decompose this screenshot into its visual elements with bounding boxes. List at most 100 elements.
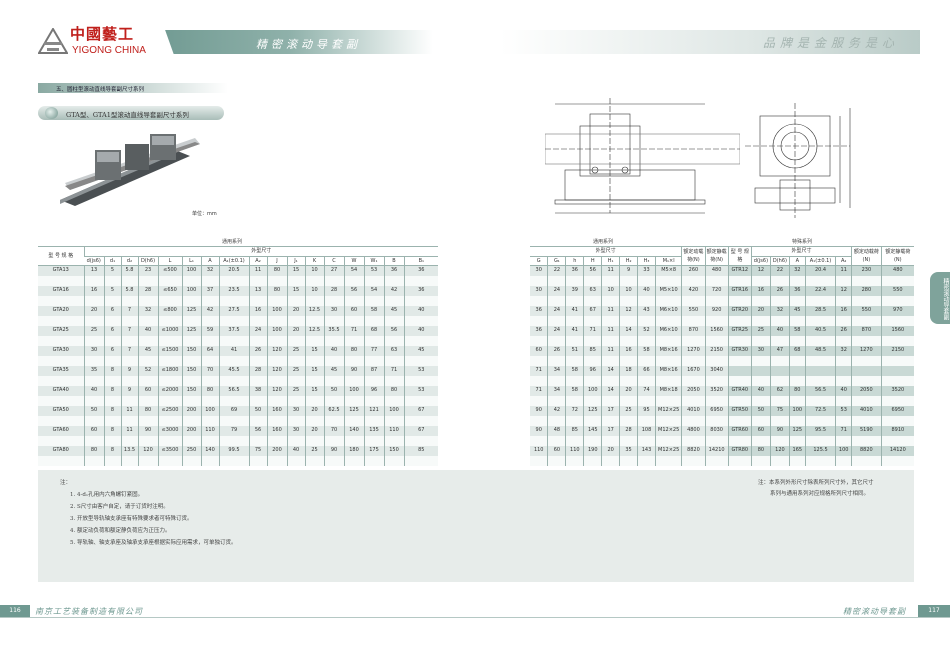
- table-cell: GTR16: [727, 285, 752, 296]
- table-cell: 550: [880, 285, 914, 296]
- table-cell: 12: [619, 305, 638, 316]
- spacer-cell: [835, 315, 852, 326]
- spacer-cell: [619, 355, 638, 366]
- page-number-left: 116: [0, 605, 30, 617]
- table-cell: 41: [565, 325, 584, 336]
- table-cell: 100: [343, 385, 364, 396]
- spacer-cell: [835, 395, 852, 406]
- row-spacer: [530, 355, 914, 366]
- table-cell: 4010: [681, 405, 706, 416]
- column-header: D(h6): [769, 256, 790, 266]
- table-cell: 100: [181, 265, 201, 276]
- spacer-cell: [137, 315, 158, 326]
- table-cell: 9: [619, 265, 638, 276]
- spacer-cell: [38, 455, 84, 466]
- spacer-cell: [654, 375, 682, 386]
- spacer-cell: [383, 455, 404, 466]
- spacer-cell: [200, 375, 219, 386]
- spacer-cell: [120, 315, 138, 326]
- table-cell: 20: [750, 305, 771, 316]
- side-tab[interactable]: 精密滚动导套副: [930, 272, 950, 324]
- spacer-cell: [583, 395, 602, 406]
- spacer-cell: [323, 455, 344, 466]
- table-cell: M8×16: [654, 345, 682, 356]
- spacer-cell: [266, 315, 287, 326]
- logo-icon: [38, 28, 68, 54]
- table-cell: 50: [83, 405, 104, 416]
- spacer-cell: [769, 395, 790, 406]
- table-cell: 150: [181, 345, 201, 356]
- table-cell: 970: [880, 305, 914, 316]
- table-cell: 45: [137, 345, 158, 356]
- table-cell: 80: [137, 405, 158, 416]
- table-cell: 36: [403, 285, 439, 296]
- static-load-header: 额定静载荷(N): [704, 246, 729, 266]
- table-cell: 71: [530, 365, 548, 376]
- table-cell: M8×16: [654, 365, 682, 376]
- table-cell: 26: [248, 345, 267, 356]
- table-cell: 28: [619, 425, 638, 436]
- spacer-cell: [157, 435, 182, 446]
- spacer-cell: [266, 455, 287, 466]
- table-cell: 20: [286, 325, 305, 336]
- spacer-cell: [704, 315, 729, 326]
- spacer-cell: [103, 295, 121, 306]
- table-cell: GTR30: [727, 345, 752, 356]
- spacer-cell: [266, 335, 287, 346]
- spacer-cell: [619, 275, 638, 286]
- spacer-cell: [601, 455, 620, 466]
- spacer-cell: [83, 295, 104, 306]
- spacer-cell: [565, 275, 584, 286]
- spacer-cell: [704, 395, 729, 406]
- table-cell: 56.5: [218, 385, 249, 396]
- table-cell: 125: [181, 305, 201, 316]
- table-cell: 30: [286, 405, 305, 416]
- table-cell: 200: [181, 425, 201, 436]
- table-cell: 36: [530, 305, 548, 316]
- table-cell: 39: [565, 285, 584, 296]
- table-cell: 71: [583, 325, 602, 336]
- company-name: 南京工艺装备制造有限公司: [35, 607, 143, 616]
- special-static-load-header: 额定静载荷(N): [880, 246, 914, 266]
- spacer-cell: [681, 395, 706, 406]
- spacer-cell: [266, 395, 287, 406]
- spacer-cell: [343, 295, 364, 306]
- table-cell: ≤650: [157, 285, 182, 296]
- spacer-cell: [530, 455, 548, 466]
- spacer-cell: [601, 395, 620, 406]
- spacer-cell: [769, 455, 790, 466]
- spacer-cell: [637, 315, 656, 326]
- table-cell: 100: [266, 305, 287, 316]
- table-cell: 550: [851, 305, 882, 316]
- spacer-cell: [343, 275, 364, 286]
- spacer-cell: [681, 375, 706, 386]
- table-cell: 70: [200, 365, 219, 376]
- spacer-cell: [583, 295, 602, 306]
- spacer-cell: [403, 315, 439, 326]
- table-cell: 72.5: [804, 405, 836, 416]
- spacer-cell: [619, 315, 638, 326]
- row-spacer: [530, 315, 914, 326]
- spacer-cell: [654, 355, 682, 366]
- table-cell: 110: [530, 445, 548, 456]
- table-cell: 52: [637, 325, 656, 336]
- table-cell: 63: [583, 285, 602, 296]
- table-cell: 15: [304, 345, 324, 356]
- spacer-cell: [137, 355, 158, 366]
- table-cell: 121: [363, 405, 384, 416]
- spacer-cell: [343, 415, 364, 426]
- spacer-cell: [38, 355, 84, 366]
- spacer-cell: [835, 335, 852, 346]
- row-spacer: [530, 455, 914, 466]
- spacer-cell: [103, 455, 121, 466]
- table-cell: 67: [403, 405, 439, 416]
- spacer-cell: [304, 375, 324, 386]
- table-cell: 200: [181, 405, 201, 416]
- table-cell: 200: [266, 445, 287, 456]
- spacer-cell: [727, 275, 752, 286]
- table-cell: 20: [601, 445, 620, 456]
